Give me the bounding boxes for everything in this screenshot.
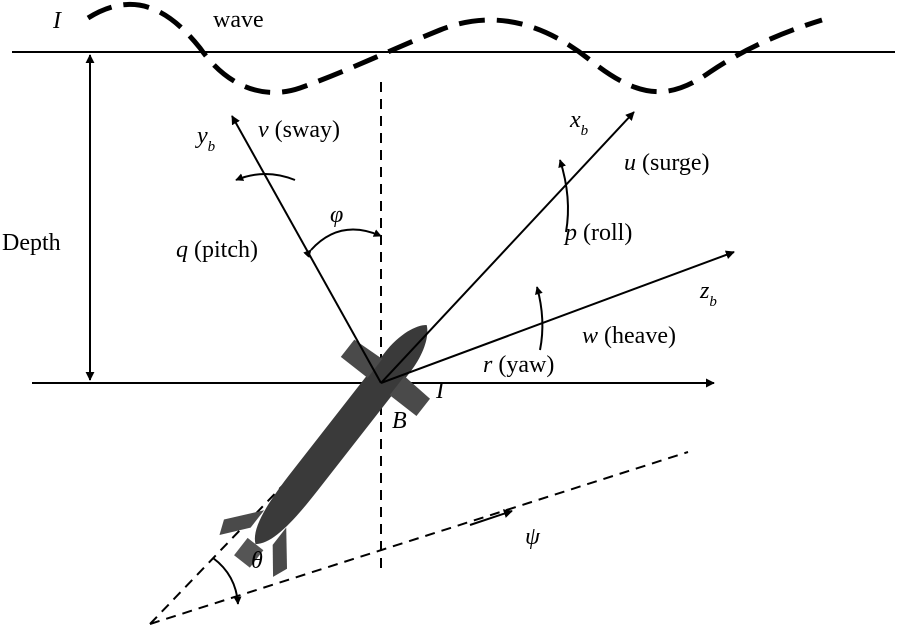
psi-label: ψ [525,524,541,550]
psi-arrow [469,509,513,526]
pitch-rotation-arrow [235,173,296,181]
wave-label: wave [213,7,264,33]
xb-axis-label: xb [569,107,589,139]
zb-axis-arrow [380,250,735,384]
yb-axis-label: yb [195,123,216,155]
B-label: B [392,408,407,434]
theta-angle-arrow [212,557,242,605]
xb-axis-arrow [380,111,635,384]
phi-angle-arrow [303,228,382,259]
sway-label: v (sway) [258,117,340,143]
zb-axis-label: zb [699,278,717,310]
frame-I-right-label: I [435,378,445,404]
depth-label: Depth [2,230,61,256]
surge-label: u (surge) [624,150,710,176]
theta-label: θ [251,548,263,574]
pitch-label: q (pitch) [176,237,258,263]
phi-label: φ [330,202,343,228]
wave-curve [86,1,823,95]
roll-label: p (roll) [563,220,632,246]
yaw-rotation-arrow [535,286,544,351]
auv-icon [219,325,430,577]
frame-I-top-label: I [52,8,62,34]
heave-label: w (heave) [582,323,676,349]
yaw-label: r (yaw) [483,352,554,378]
dashed-line-to-psi [149,451,689,625]
roll-rotation-arrow [558,159,569,233]
